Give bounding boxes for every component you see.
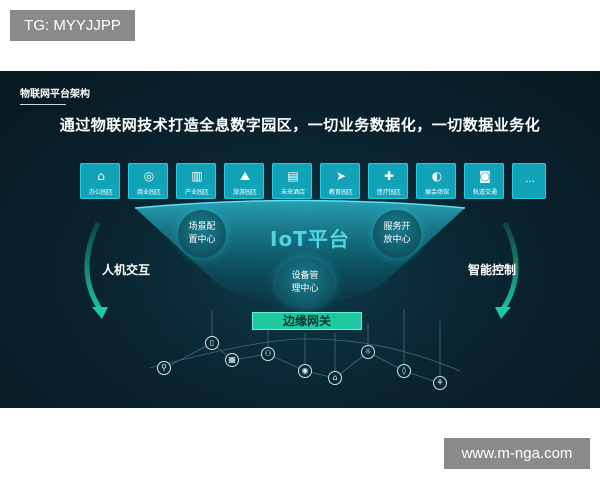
section-label: 物联网平台架构	[20, 89, 90, 100]
service-open-center-label: 服务开放中心	[383, 222, 411, 245]
watermark-top-left: TG: MYYJJPP	[10, 10, 135, 41]
service-open-center: 服务开放中心	[373, 210, 421, 258]
bike-icon: ⚲	[157, 361, 171, 375]
building-icon: ▦	[225, 353, 239, 367]
scenario-tile-hotel[interactable]: ▤ 未来酒店	[272, 163, 312, 199]
bottle-icon: ▯	[205, 336, 219, 350]
scenario-label: 产业园区	[184, 189, 209, 196]
robot-icon: ◉	[298, 364, 312, 378]
device-management-center-label: 设备管理中心	[291, 271, 319, 294]
iot-architecture-banner: 物联网平台架构 通过物联网技术打造全息数字园区，一切业务数据化，一切数据业务化 …	[0, 71, 600, 408]
hotel-icon: ▤	[287, 169, 299, 183]
education-icon: ➤	[335, 169, 347, 183]
scenario-tiles: ⌂ 办公园区 ◎ 商业园区 ▥ 产业园区 ⛰ 旅游园区 ▤ 未来酒店 ➤ 教育园…	[80, 163, 546, 199]
scenario-tile-more[interactable]: ...	[512, 163, 546, 199]
scenario-tile-medical[interactable]: ✚ 医疗园区	[368, 163, 408, 199]
scenario-tile-education[interactable]: ➤ 教育园区	[320, 163, 360, 199]
camera-icon: ⌂	[328, 371, 342, 385]
scenario-label: 商业园区	[136, 189, 161, 196]
edge-gateway: 边缘网关	[252, 312, 362, 330]
scene-config-center-label: 场景配置中心	[188, 222, 216, 245]
scenario-label: 教育园区	[328, 189, 353, 196]
office-icon: ⌂	[97, 169, 105, 183]
industry-icon: ▥	[191, 169, 203, 183]
watermark-bottom-right: www.m-nga.com	[444, 438, 590, 469]
person-group-icon: ⚇	[261, 347, 275, 361]
scenario-label: 展会场馆	[424, 189, 449, 196]
device-network-lines	[149, 309, 461, 384]
scenario-label: 轨道交通	[472, 189, 497, 196]
lamp-icon: ☼	[361, 345, 375, 359]
scenario-tile-commerce[interactable]: ◎ 商业园区	[128, 163, 168, 199]
scenario-tile-exhibition[interactable]: ◐ 展会场馆	[416, 163, 456, 199]
intelligent-control-label: 智能控制	[468, 263, 517, 277]
scenario-tile-tourism[interactable]: ⛰ 旅游园区	[224, 163, 264, 199]
commerce-icon: ◎	[143, 169, 155, 183]
pole-icon: ⚘	[433, 376, 447, 390]
tourism-icon: ⛰	[239, 169, 251, 183]
scenario-label: 医疗园区	[376, 189, 401, 196]
human-machine-interaction-label: 人机交互	[102, 263, 151, 277]
exhibition-icon: ◐	[431, 169, 443, 183]
funnel-top-edge	[134, 199, 466, 209]
more-icon: ...	[525, 174, 535, 185]
drop-icon: ◊	[397, 364, 411, 378]
scenario-tile-industry[interactable]: ▥ 产业园区	[176, 163, 216, 199]
headline: 通过物联网技术打造全息数字园区，一切业务数据化，一切数据业务化	[59, 116, 541, 134]
scenario-label: 未来酒店	[280, 189, 305, 196]
rail-icon: ◙	[479, 169, 491, 183]
scene-config-center: 场景配置中心	[178, 210, 226, 258]
right-flow-arrow	[500, 221, 519, 311]
left-flow-arrow	[84, 221, 103, 311]
scenario-label: 旅游园区	[232, 189, 257, 196]
scenario-tile-rail[interactable]: ◙ 轨道交通	[464, 163, 504, 199]
medical-icon: ✚	[383, 169, 395, 183]
device-management-center: 设备管理中心	[276, 258, 334, 308]
left-arrow-head	[92, 307, 108, 319]
right-arrow-head	[495, 307, 511, 319]
scenario-label: 办公园区	[88, 189, 113, 196]
scenario-tile-office[interactable]: ⌂ 办公园区	[80, 163, 120, 199]
iot-platform-title: IoT平台	[270, 227, 350, 251]
section-underline	[20, 104, 66, 105]
